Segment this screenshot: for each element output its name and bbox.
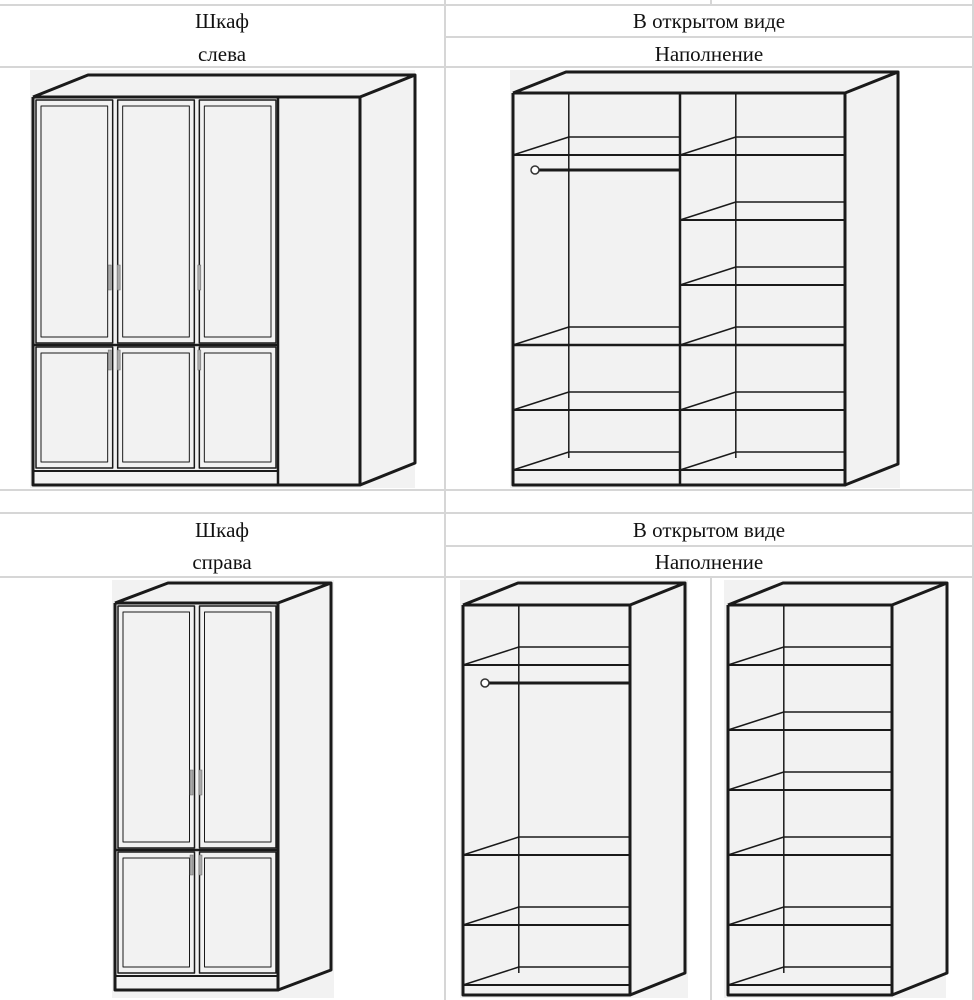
cabinet-side-label: справа — [192, 550, 252, 574]
shelf-top — [462, 906, 630, 926]
top-panel — [512, 70, 900, 95]
handle-icon — [116, 349, 121, 371]
open-view-title: В открытом виде — [632, 518, 786, 542]
door-panel — [40, 105, 109, 338]
shelf-top — [512, 136, 680, 156]
image-background — [30, 70, 415, 488]
wardrobe-right-open-shelves — [726, 581, 949, 997]
handle-icon — [197, 264, 202, 291]
cabinet-label: Шкаф — [195, 518, 249, 542]
shelf-top — [727, 836, 892, 856]
side-panel — [844, 72, 900, 487]
image-background — [510, 70, 900, 488]
top-panel — [32, 73, 417, 99]
shelf-top — [727, 966, 892, 986]
handle-icon — [116, 264, 121, 291]
image-background — [460, 580, 688, 998]
shelf-top — [462, 966, 630, 986]
image-background — [112, 580, 334, 998]
door-panel — [122, 352, 190, 463]
door-panel — [204, 857, 272, 968]
shelf-top — [727, 771, 892, 791]
filling-title: Наполнение — [654, 550, 764, 574]
lower-door — [116, 346, 196, 469]
upper-door — [117, 605, 196, 849]
lower-door — [117, 851, 196, 974]
upper-door — [116, 99, 196, 344]
lower-door — [198, 346, 277, 469]
wardrobe-left-open — [511, 70, 900, 487]
handle-icon — [198, 769, 203, 796]
shelf-top — [679, 136, 845, 156]
wardrobe-right-open-hanging — [461, 581, 687, 997]
top-panel — [114, 581, 333, 605]
shelf-top — [512, 451, 680, 471]
open-view-title: В открытом виде — [632, 9, 786, 33]
door-panel — [203, 352, 272, 463]
shelf-top — [679, 451, 845, 471]
top-panel — [462, 581, 687, 607]
shelf-top — [512, 391, 680, 411]
door-panel — [204, 611, 272, 843]
cabinet-label: Шкаф — [195, 9, 249, 33]
door-panel — [122, 857, 190, 968]
rod-end-icon — [530, 165, 540, 175]
door-panel — [40, 352, 109, 463]
handle-icon — [189, 769, 194, 796]
shelf-top — [462, 646, 630, 666]
filling-title: Наполнение — [654, 42, 764, 66]
shelf-top — [727, 646, 892, 666]
shelf-top — [727, 711, 892, 731]
top-panel — [727, 581, 949, 607]
upper-door — [198, 605, 277, 849]
side-panel — [277, 583, 333, 992]
door-panel — [203, 105, 272, 338]
side-panel — [629, 583, 687, 997]
wardrobe-right-closed — [113, 581, 333, 992]
shelf-top — [679, 266, 845, 286]
shelf-top — [679, 391, 845, 411]
door-panel — [122, 105, 190, 338]
rod-end-icon — [480, 678, 490, 688]
handle-icon — [198, 854, 203, 876]
handle-icon — [189, 854, 194, 876]
lower-door — [198, 851, 277, 974]
upper-door — [35, 99, 114, 344]
handle-icon — [107, 264, 112, 291]
handle-icon — [197, 349, 202, 371]
shelf-top — [679, 326, 845, 346]
shelf-top — [679, 201, 845, 221]
side-panel — [891, 583, 949, 997]
lower-door — [35, 346, 114, 469]
wardrobe-left-closed — [31, 73, 417, 487]
side-panel — [359, 75, 417, 487]
shelf-top — [727, 906, 892, 926]
handle-icon — [107, 349, 112, 371]
upper-door — [198, 99, 277, 344]
door-panel — [122, 611, 190, 843]
shelf-top — [462, 836, 630, 856]
shelf-top — [512, 326, 680, 346]
cabinet-side-label: слева — [197, 42, 247, 66]
